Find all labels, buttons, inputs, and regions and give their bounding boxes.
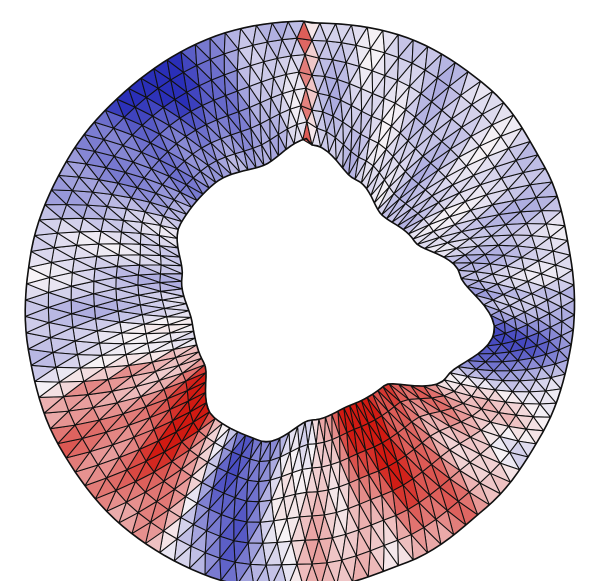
outer-boundary — [24, 20, 576, 581]
inner-boundary — [176, 137, 495, 443]
mesh-cells — [24, 20, 576, 581]
mesh-element — [303, 20, 321, 41]
